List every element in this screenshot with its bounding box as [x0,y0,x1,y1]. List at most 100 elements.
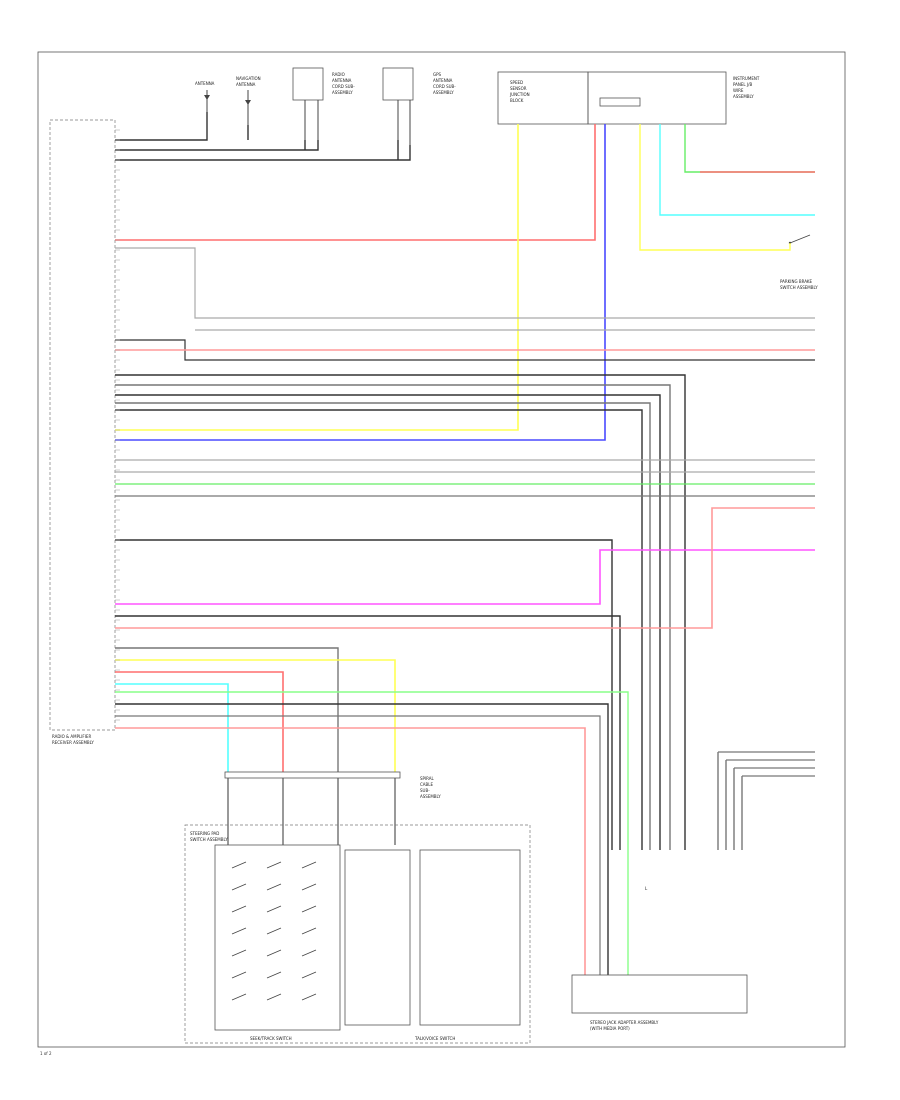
wire-red-240 [115,124,596,241]
switch-contact [301,883,317,891]
switch-contact [231,971,247,979]
talk-voice-label: TALK/VOICE SWITCH [414,1036,455,1041]
junction-label-4: BLOCK [510,98,524,103]
antenna-label: ANTENNA [195,81,215,86]
switch-contact [231,905,247,913]
steering-caption-2: SWITCH ASSEMBLY [190,837,228,842]
radio-receiver-module [49,119,116,731]
wire-gray-318 [115,247,815,319]
junction-label-3: JUNCTION [509,92,530,97]
junction-label-2: SENSOR [510,86,527,91]
stereo-jack-caption-2: (WITH MEDIA PORT) [590,1026,630,1031]
instrument-panel-junction: INSTRUMENT PANEL J/B WIRE ASSEMBLY [587,71,760,125]
wire-bundle-1 [115,384,671,850]
stereo-jack-adapter-assembly [571,974,748,1014]
switch-contact [231,883,247,891]
diagram-frame [37,51,846,1048]
parking-brake-caption-2: SWITCH ASSEMBLY [780,285,818,290]
switch-contact [231,949,247,957]
svg-text:L: L [645,886,648,891]
radio-antenna-label-2: ANTENNA [332,78,352,83]
wire-magenta [115,549,815,605]
navigation-antenna-connector: NAVIGATION ANTENNA [236,76,261,125]
switch-contact [301,993,317,1001]
radio-antenna-label-3: CORD SUB- [332,84,355,89]
wire-group [115,112,815,975]
switch-contact [301,949,317,957]
wire-dark-616 [115,615,621,850]
wire-bundle-3 [115,402,651,850]
wire-steer-gray [115,647,339,772]
speed-sensor-junction: SPEED SENSOR JUNCTION BLOCK [497,71,589,125]
switch-contact [301,971,317,979]
instrument-label-3: WIRE [733,88,744,93]
wire-yellow-brake [639,124,791,251]
gps-antenna-label-1: GPS [433,72,442,77]
footer-code: 1 of 2 [40,1051,52,1056]
switch-contact [266,927,282,935]
wire-steer-green [115,691,629,975]
wire-antenna [115,112,208,141]
wire-cyan [659,124,815,216]
instrument-label-2: PANEL J/B [733,82,752,87]
switch-contacts [231,861,317,1001]
wire-pink-628 [115,507,815,629]
wire-yellow-430 [115,124,519,431]
steering-pad-switch-assembly [184,824,531,1044]
wire-steer-yellow [115,659,396,772]
wire-bundle-0 [115,374,686,850]
seek-switch-box [214,844,341,1031]
switch-contact [266,883,282,891]
voice-switch-box [419,849,521,1026]
parking-brake-switch [788,234,811,245]
wire-steer-red [115,671,284,772]
parking-brake-caption-1: PARKING BRAKE [780,279,813,284]
switch-contact [266,993,282,1001]
instrument-label-1: INSTRUMENT [733,76,760,81]
wire-gps-antenna [115,145,411,161]
spiral-cable-connector-bar [224,771,401,779]
spiral-caption-1: SPIRAL [420,776,434,781]
switch-contact [301,927,317,935]
navigation-antenna-label-2: ANTENNA [236,82,256,87]
radio-receiver-caption-2: RECEIVER ASSEMBLY [52,740,94,745]
front-speaker-left: L [645,886,648,891]
switch-contact [301,861,317,869]
wire-radio-antenna [115,140,319,151]
wire-bundle-2 [115,394,661,850]
switch-contact [266,971,282,979]
switch-contact [266,905,282,913]
steering-caption-1: STEERING PAD [190,831,219,836]
gps-antenna-label-4: ASSEMBLY [433,90,454,95]
spiral-caption-3: SUB- [420,788,430,793]
gps-antenna-label-3: CORD SUB- [433,84,456,89]
switch-contact [231,861,247,869]
gps-antenna-cord-connector: GPS ANTENNA CORD SUB- ASSEMBLY [382,67,456,160]
navigation-antenna-label-1: NAVIGATION [236,76,261,81]
radio-antenna-label-4: ASSEMBLY [332,90,353,95]
wire-steer-cyan [115,683,229,772]
talk-switch-box [344,849,411,1026]
switch-contact [266,949,282,957]
seek-track-label: SEEK/TRACK SWITCH [250,1036,292,1041]
switch-contact [231,927,247,935]
wire-steer-gray2 [115,715,601,975]
wire-steer-dark [115,703,609,975]
switch-contact [231,993,247,1001]
wire-steer-pink [115,727,586,975]
gps-antenna-label-2: ANTENNA [433,78,453,83]
radio-antenna-cord-connector: RADIO ANTENNA CORD SUB- ASSEMBLY [292,67,355,150]
junction-label-1: SPEED [510,80,523,85]
switch-contact [266,861,282,869]
antenna-connector: ANTENNA [195,81,215,112]
wire-dark-540 [115,539,613,850]
spiral-caption-4: ASSEMBLY [420,794,441,799]
switch-contact [301,905,317,913]
stereo-jack-caption-1: STEREO JACK ADAPTER ASSEMBLY [590,1020,659,1025]
wire-blue [115,124,606,441]
radio-antenna-label-1: RADIO [332,72,345,77]
spiral-caption-2: CABLE [420,782,434,787]
pin-labels [115,129,120,721]
wire-bundle-4 [115,409,643,850]
